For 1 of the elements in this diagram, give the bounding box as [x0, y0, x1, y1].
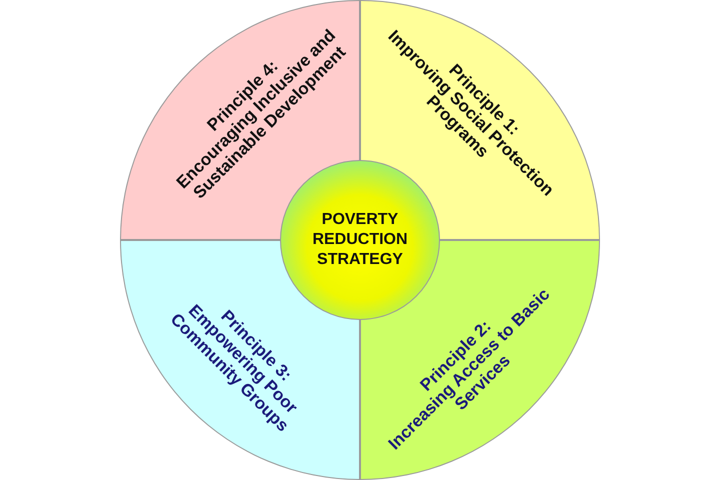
center-title: POVERTY REDUCTION STRATEGY — [311, 210, 409, 270]
